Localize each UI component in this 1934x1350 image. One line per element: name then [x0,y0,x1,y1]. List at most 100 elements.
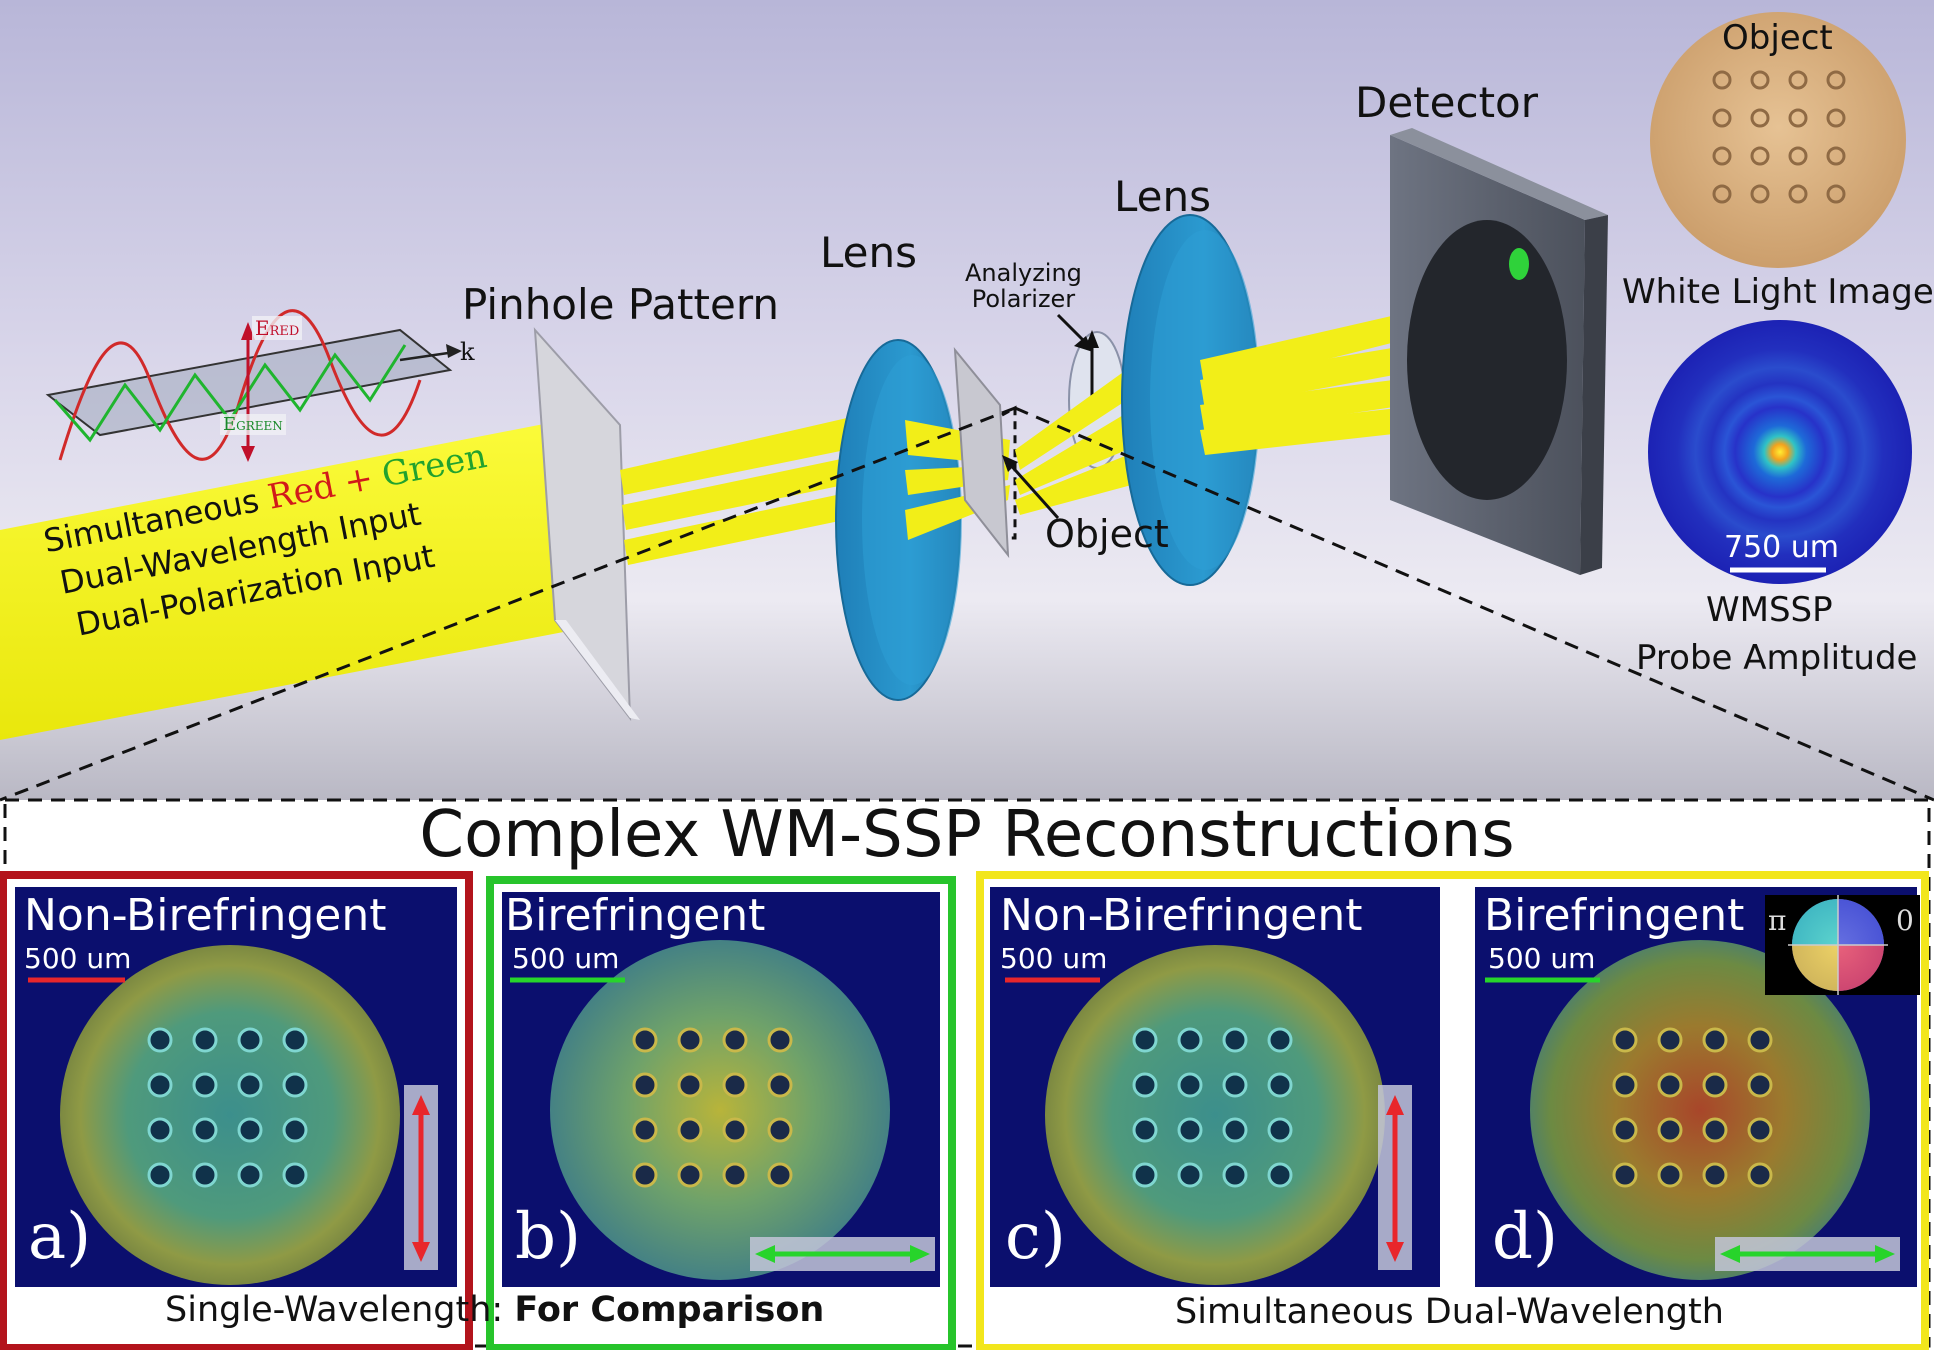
reconstruction-pinhole-mark [767,1162,793,1188]
pinhole-pattern-label: Pinhole Pattern [462,280,779,329]
reconstruction-pinhole-mark [147,1162,173,1188]
reconstruction-pinhole-mark [1702,1027,1728,1053]
panel-c-title: Non-Birefringent [1000,890,1363,941]
reconstruction-pinhole-mark [1702,1162,1728,1188]
reconstruction-pinhole-mark [632,1162,658,1188]
zoom-line-left [0,406,1016,802]
reconstruction-pinhole-mark [632,1117,658,1143]
reconstruction-pinhole-mark [1132,1117,1158,1143]
reconstruction-pinhole-mark [1267,1117,1293,1143]
reconstruction-pinhole-mark [1657,1162,1683,1188]
reconstruction-pinhole-mark [282,1072,308,1098]
caption-single-prefix: Single-Wavelength: [165,1290,504,1330]
object-pinhole-mark [1788,70,1808,90]
panel-d-letter: d) [1492,1200,1558,1274]
polarization-wave-icon [45,309,462,462]
zoom-line-right [1014,406,1934,802]
panel-a-title: Non-Birefringent [24,890,387,941]
reconstruction-pinhole-mark [237,1072,263,1098]
probe-amplitude-image [1648,320,1912,584]
reconstruction-d-disc [1530,940,1870,1280]
reconstruction-pinhole-mark [632,1027,658,1053]
object-label: Object [1045,512,1169,556]
reconstruction-pinhole-mark [192,1072,218,1098]
object-pinhole-mark [1826,70,1846,90]
reconstruction-pinhole-mark [282,1027,308,1053]
reconstruction-pinhole-mark [1747,1072,1773,1098]
polarization-horizontal-b [750,1237,935,1271]
reconstruction-pinhole-mark [1132,1027,1158,1053]
reconstruction-pinhole-mark [722,1072,748,1098]
lens-2-label: Lens [1114,172,1212,221]
object-pinhole-mark [1788,108,1808,128]
object-pinhole-mark [1788,184,1808,204]
detector [1390,128,1608,575]
reconstruction-pinhole-mark [192,1162,218,1188]
phase-colorwheel-icon [1765,895,1920,995]
reconstruction-pinhole-mark [1702,1117,1728,1143]
reconstruction-pinhole-mark [1177,1162,1203,1188]
reconstruction-pinhole-mark [192,1027,218,1053]
panel-b-letter: b) [515,1200,581,1274]
reconstruction-pinhole-mark [1612,1117,1638,1143]
reconstruction-pinhole-mark [1612,1162,1638,1188]
analyzing-polarizer-label: Analyzing Polarizer [965,260,1082,312]
reconstruction-pinhole-mark [1612,1027,1638,1053]
reconstruction-pinhole-mark [1657,1072,1683,1098]
detector-label: Detector [1355,78,1539,127]
beamlets-to-lens [620,415,870,565]
reconstruction-pinhole-mark [722,1117,748,1143]
reconstruction-c-disc [1045,945,1385,1285]
reconstruction-pinhole-mark [237,1162,263,1188]
phase-pi-label: π [1768,904,1787,937]
reconstruction-pinhole-mark [677,1162,703,1188]
reconstruction-pinhole-mark [767,1072,793,1098]
panel-d-scale: 500 um [1488,942,1596,975]
beams-to-lens-2 [1015,360,1150,515]
caption-dual-wavelength: Simultaneous Dual-Wavelength [1175,1292,1724,1332]
k-vector-label: k [460,338,475,366]
e-green-label: EGREEN [220,414,286,435]
e-green-subscript: GREEN [236,419,283,433]
reconstruction-pinhole-mark [1177,1117,1203,1143]
panel-b-scale: 500 um [512,942,620,975]
reconstruction-pinhole-mark [237,1027,263,1053]
polarization-vertical-c [1378,1085,1412,1270]
panel-b-title: Birefringent [505,890,766,941]
object-pinhole-mark [1826,146,1846,166]
object-pinhole-mark [1712,70,1732,90]
reconstruction-pinhole-mark [1222,1027,1248,1053]
lens-1-label: Lens [820,228,918,277]
reconstruction-pinhole-mark [677,1027,703,1053]
e-green-symbol: E [223,414,237,435]
reconstruction-pinhole-mark [722,1162,748,1188]
probe-caption-line1: WMSSP [1706,590,1833,630]
reconstruction-pinhole-mark [237,1117,263,1143]
object-pinhole-mark [1712,184,1732,204]
input-plus: + [340,458,377,503]
reconstruction-pinhole-mark [1267,1162,1293,1188]
reconstruction-pinhole-mark [1222,1162,1248,1188]
input-beam [0,415,600,740]
white-light-caption: White Light Image [1622,272,1934,312]
panel-a-scale: 500 um [24,942,132,975]
phase-zero-label: 0 [1896,904,1914,937]
probe-caption-line2: Probe Amplitude [1636,638,1918,678]
reconstruction-pinhole-mark [1267,1072,1293,1098]
object-pinhole-mark [1750,146,1770,166]
reconstruction-pinhole-mark [677,1072,703,1098]
reconstruction-pinhole-mark [282,1162,308,1188]
object-plate [953,346,1010,559]
reconstruction-pinhole-mark [282,1117,308,1143]
object-inset-title: Object [1722,18,1833,58]
reconstruction-b-disc [550,940,890,1280]
reconstruction-pinhole-mark [147,1027,173,1053]
analyzer-line1: Analyzing [965,259,1082,287]
polarization-vertical-a [404,1085,438,1270]
object-pinhole-mark [1788,146,1808,166]
reconstruction-a-disc [60,945,400,1285]
reconstruction-pinhole-mark [767,1027,793,1053]
reconstruction-pinhole-mark [1132,1162,1158,1188]
e-red-symbol: E [255,316,270,340]
reconstruction-pinhole-mark [1222,1072,1248,1098]
